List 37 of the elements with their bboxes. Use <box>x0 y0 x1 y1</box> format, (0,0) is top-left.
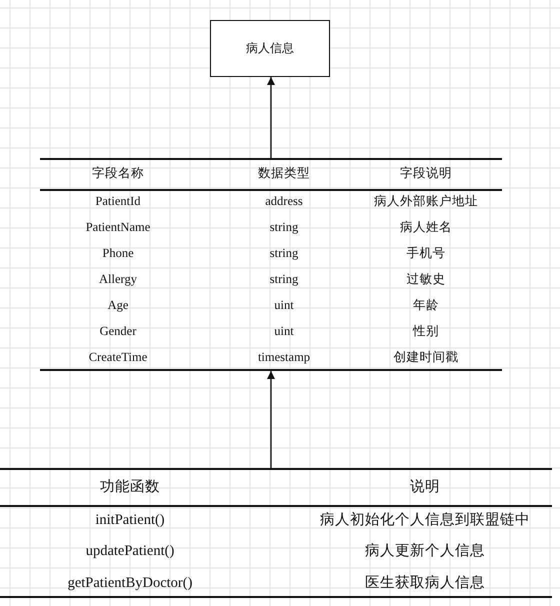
table-entry: string <box>270 272 298 286</box>
table-entry: 病人姓名 <box>400 220 452 234</box>
table-entry: PatientName <box>86 220 150 234</box>
entity-box: 病人信息 <box>210 20 330 77</box>
column-header: 字段说明 <box>400 166 452 180</box>
data-table <box>40 158 502 371</box>
table-entry: updatePatient() <box>86 544 174 559</box>
table-entry: PatientId <box>95 194 141 208</box>
table-entry: CreateTime <box>88 350 148 364</box>
column-header: 说明 <box>410 480 440 494</box>
table-entry: 手机号 <box>406 246 446 260</box>
table-entry: 病人初始化个人信息到联盟链中 <box>320 512 530 528</box>
table-entry: address <box>265 194 303 208</box>
column-header: 数据类型 <box>258 166 310 180</box>
table-entry: 性别 <box>413 324 439 338</box>
table-entry: Allergy <box>99 272 137 286</box>
table-entry: 医生获取病人信息 <box>365 576 485 590</box>
arrow <box>267 371 275 468</box>
table-entry: uint <box>274 298 294 312</box>
table-entry: initPatient() <box>95 512 165 528</box>
table-entry: 病人外部账户地址 <box>374 194 478 208</box>
column-header: 功能函数 <box>100 480 160 494</box>
table-entry: string <box>270 220 298 234</box>
table-entry: uint <box>274 324 294 338</box>
table-entry: 过敏史 <box>406 272 446 286</box>
table-entry: 病人更新个人信息 <box>365 544 485 559</box>
table-entry: 创建时间戳 <box>394 350 458 364</box>
table-entry: Gender <box>100 324 136 338</box>
table-entry: timestamp <box>258 350 310 364</box>
table-entry: Age <box>108 298 128 312</box>
arrow <box>267 77 275 158</box>
table-entry: getPatientByDoctor() <box>68 576 192 590</box>
data-table <box>0 468 552 598</box>
table-entry: Phone <box>102 246 134 260</box>
table-entry: string <box>270 246 298 260</box>
column-header: 字段名称 <box>92 166 144 180</box>
table-entry: 年龄 <box>413 298 439 312</box>
